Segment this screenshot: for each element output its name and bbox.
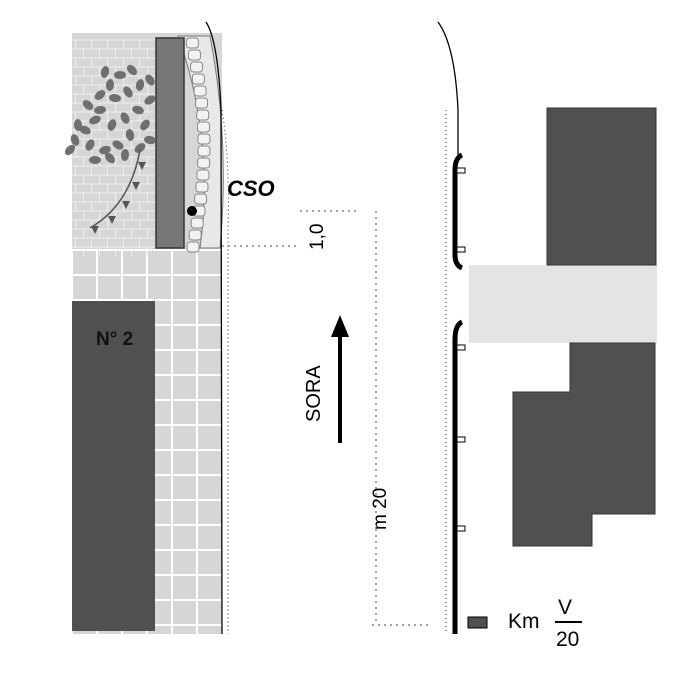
- arrow-up-icon: [331, 315, 349, 443]
- planter-bar: [155, 37, 185, 249]
- barrier-lower: [452, 319, 466, 634]
- road-edge-left: [205, 21, 229, 635]
- km-legend: Km V 20: [467, 596, 582, 651]
- building-right-bottom: [512, 342, 656, 547]
- cso-label: CSO: [227, 176, 275, 201]
- building-no2-label: N° 2: [96, 329, 133, 350]
- length-label: m 20: [370, 488, 391, 530]
- km-marker-swatch: [467, 616, 488, 629]
- km-denominator-label: 20: [556, 628, 579, 651]
- direction-label: SORA: [303, 365, 325, 422]
- hedge-arc: [89, 149, 146, 234]
- barrier-upper: [452, 152, 466, 271]
- tree-foliage: [64, 64, 156, 165]
- cso-point-icon: [187, 206, 197, 216]
- km-prefix-label: Km: [508, 610, 540, 633]
- road-edge-right: [437, 21, 459, 634]
- side-road-crossing: [469, 265, 657, 343]
- offset-label: 1,0: [307, 224, 328, 250]
- building-right-top: [546, 107, 657, 266]
- building-no2: [72, 301, 155, 631]
- dimension-lines: [222, 210, 430, 626]
- kerb-strip: [177, 35, 224, 253]
- km-numerator-label: V: [558, 596, 572, 619]
